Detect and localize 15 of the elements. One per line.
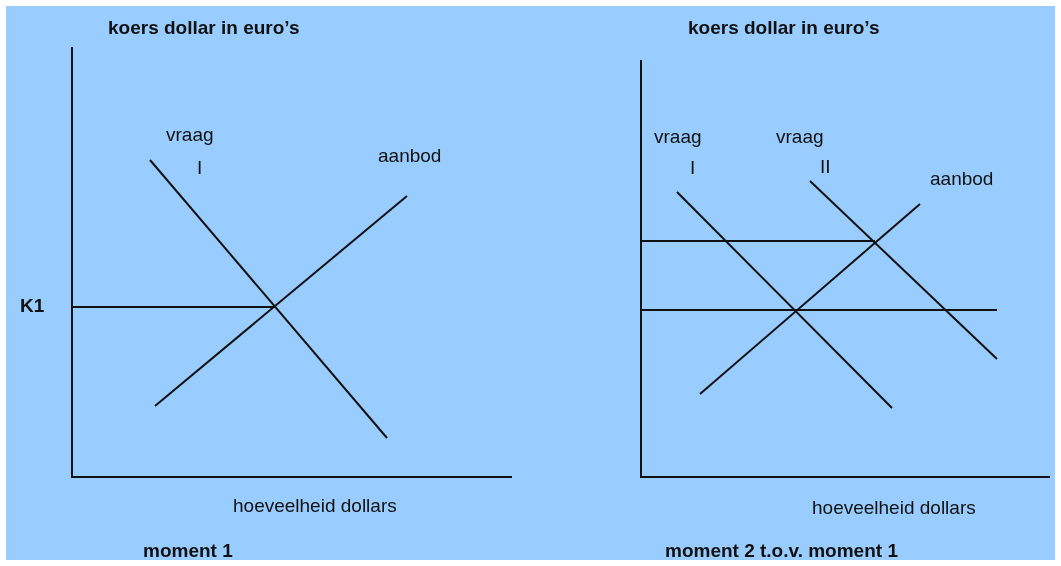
curve-label: aanbod — [378, 146, 442, 165]
chart-caption: moment 2 t.o.v. moment 1 — [665, 541, 898, 560]
axis-title: koers dollar in euro’s — [688, 18, 880, 37]
curve-label: vraag — [166, 125, 214, 144]
curve-label: I — [690, 158, 696, 177]
curve-label: aanbod — [930, 169, 994, 188]
curve-label: II — [820, 157, 831, 176]
axis-title: hoeveelheid dollars — [812, 498, 976, 517]
axis-title: hoeveelheid dollars — [233, 496, 397, 515]
chart-caption: moment 1 — [143, 541, 233, 560]
axis-label: K1 — [20, 296, 45, 315]
curve-label: vraag — [654, 127, 702, 146]
curve-label: vraag — [776, 127, 824, 146]
axis-title: koers dollar in euro’s — [108, 18, 300, 37]
curve-label: I — [197, 158, 203, 177]
